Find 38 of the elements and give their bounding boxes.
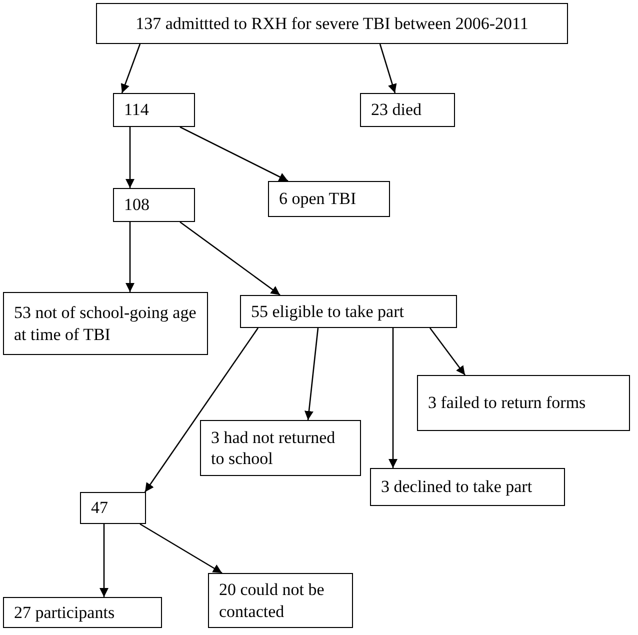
box-label: 6 open TBI — [279, 188, 356, 210]
box-label: 47 — [91, 497, 108, 519]
process-box — [113, 188, 195, 222]
box-label: 55 eligible to take part — [251, 300, 404, 322]
process-box — [360, 93, 455, 127]
arrow — [126, 127, 134, 188]
process-box — [3, 597, 162, 628]
process-box — [200, 420, 361, 476]
arrow — [180, 221, 280, 296]
box-label: 3 had not returned to school — [211, 426, 336, 470]
arrow — [144, 328, 259, 492]
box-label: 27 participants — [14, 602, 115, 624]
process-box — [240, 295, 457, 328]
arrow — [126, 222, 134, 292]
box-label: 23 died — [371, 99, 422, 121]
process-box — [370, 468, 565, 506]
process-box — [417, 375, 630, 431]
arrow — [120, 44, 141, 94]
box-label: 137 admittted to RXH for severe TBI between 2006-2011 — [136, 12, 528, 34]
process-box — [208, 573, 353, 628]
box-label: 20 could not be contacted — [219, 579, 326, 622]
arrow — [379, 44, 397, 94]
process-box — [80, 492, 146, 524]
arrow — [304, 328, 319, 420]
arrow — [429, 328, 466, 376]
process-box — [96, 3, 568, 44]
box-label: 3 failed to return forms — [428, 392, 586, 414]
box-label: 114 — [124, 99, 149, 121]
process-box — [268, 181, 390, 217]
process-box — [113, 93, 195, 127]
arrow — [140, 523, 222, 574]
arrow — [180, 126, 288, 182]
arrow — [100, 524, 108, 597]
box-label: 3 declined to take part — [381, 476, 532, 498]
process-box — [3, 292, 208, 355]
box-label: 53 not of school-going age at time of TBI — [14, 302, 197, 345]
box-label: 108 — [124, 194, 150, 216]
arrow — [388, 328, 398, 468]
